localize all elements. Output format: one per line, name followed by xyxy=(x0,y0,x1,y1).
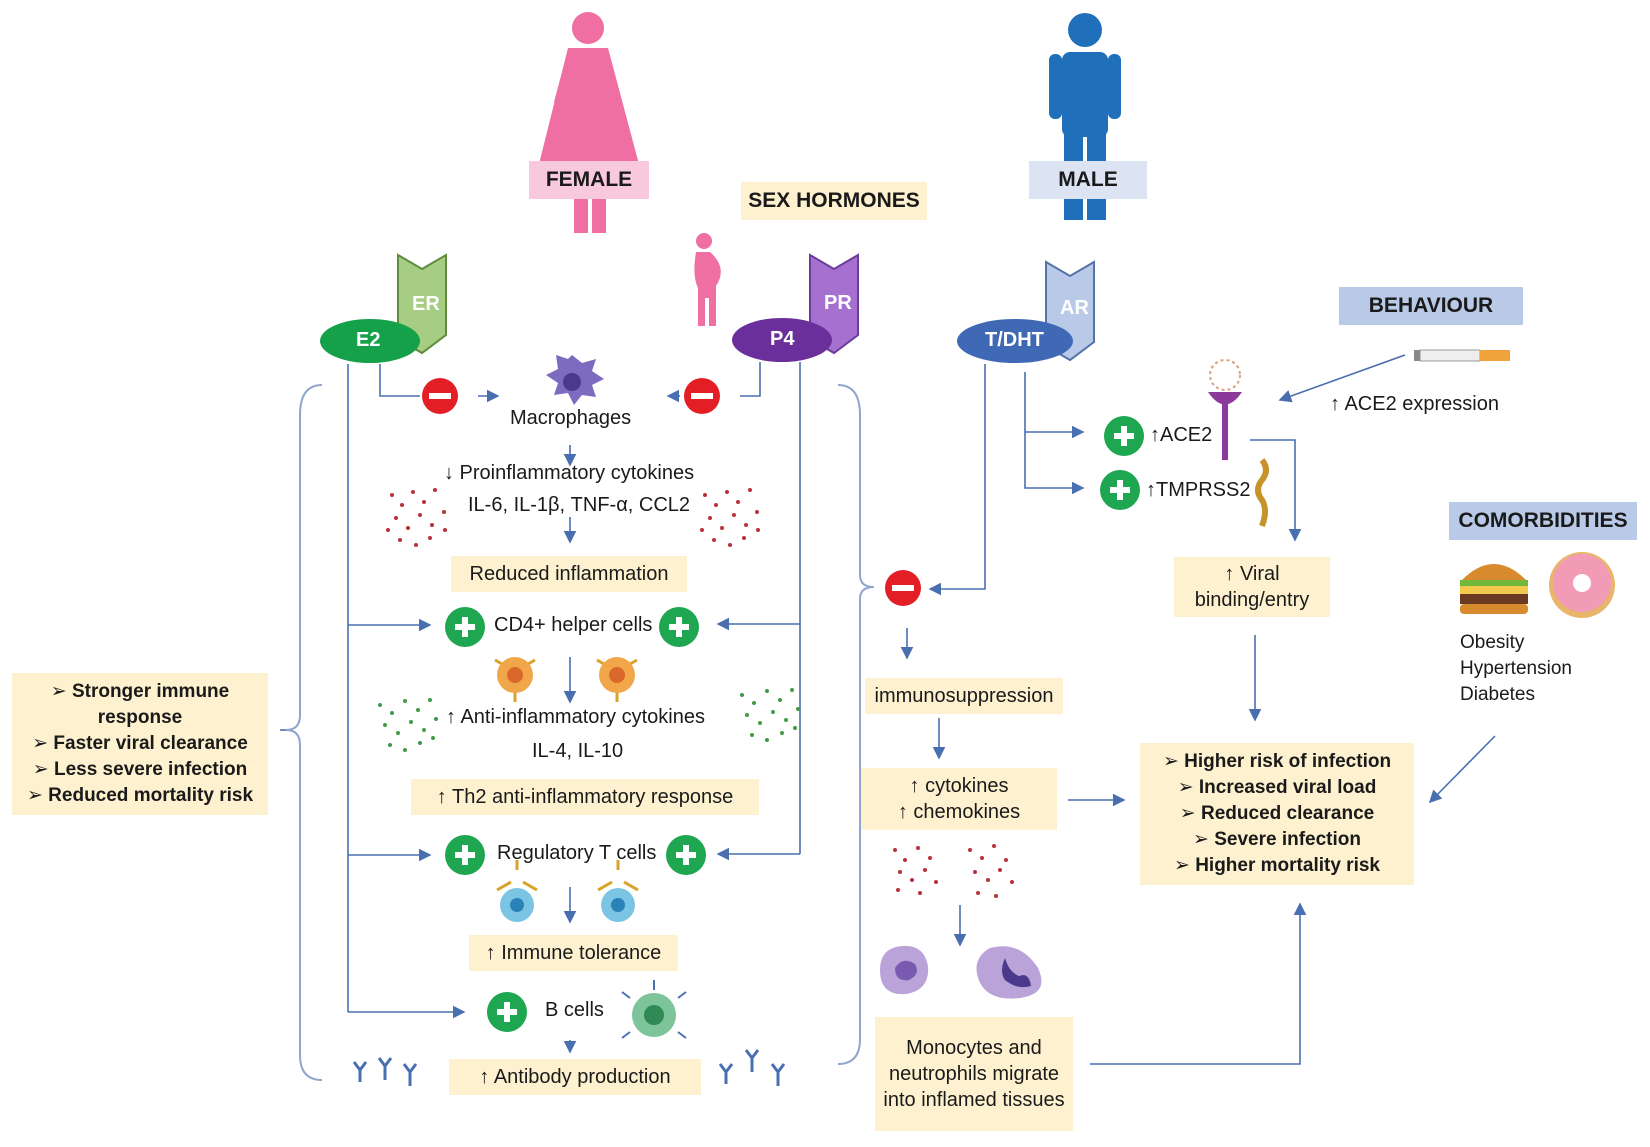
minus-icon xyxy=(885,570,921,606)
neutrophil-icon xyxy=(976,946,1042,999)
female-outcome-item: Less severe infection xyxy=(22,757,258,783)
e2-label: E2 xyxy=(356,329,381,351)
treg-cell-icon xyxy=(496,860,538,922)
cytokines-box: ↑ cytokines ↑ chemokines xyxy=(861,768,1057,830)
female-outcomes-box: Stronger immune response Faster viral cl… xyxy=(12,673,268,815)
cytokines-label: ↑ cytokines xyxy=(909,775,1009,797)
comorbidities-list: Obesity Hypertension Diabetes xyxy=(1460,630,1572,708)
cytokine-dots-green xyxy=(378,688,800,752)
tmprss2-label: ↑TMPRSS2 xyxy=(1146,479,1251,501)
male-outcome-item: Increased viral load xyxy=(1150,775,1404,801)
plus-icon xyxy=(487,992,527,1032)
behaviour-header: BEHAVIOUR xyxy=(1339,287,1523,325)
comorbidity-item: Obesity xyxy=(1460,632,1525,653)
donut-icon xyxy=(1549,552,1615,618)
comorbidity-item: Diabetes xyxy=(1460,684,1535,705)
ace2-receptor-icon xyxy=(1208,359,1242,460)
ace2-expression-label: ↑ ACE2 expression xyxy=(1330,393,1499,415)
cytokine-dots-red xyxy=(386,488,1014,898)
male-outcomes-box: Higher risk of infection Increased viral… xyxy=(1140,743,1414,885)
reduced-inflammation-box: Reduced inflammation xyxy=(451,556,687,592)
female-outcome-item: Stronger immune response xyxy=(22,679,258,731)
monocyte-icon xyxy=(880,945,929,995)
pro-cytokine-list: IL-6, IL-1β, TNF-α, CCL2 xyxy=(468,494,691,516)
migration-box: Monocytes and neutrophils migrate into i… xyxy=(875,1017,1073,1131)
tdht-label: T/DHT xyxy=(985,329,1044,351)
plus-icon xyxy=(1104,416,1144,456)
tdht-ellipse xyxy=(957,319,1073,363)
plus-icon xyxy=(445,607,485,647)
minus-icon xyxy=(684,378,720,414)
plus-icon xyxy=(445,835,485,875)
plus-icon xyxy=(659,607,699,647)
treg-cell-icon xyxy=(597,860,639,922)
th2-response-box: ↑ Th2 anti-inflammatory response xyxy=(411,779,759,815)
minus-icon xyxy=(422,378,458,414)
female-figure-icon xyxy=(538,12,640,233)
cd4-label: CD4+ helper cells xyxy=(494,614,653,636)
plus-icon xyxy=(1100,470,1140,510)
treg-label: Regulatory T cells xyxy=(497,842,657,864)
anti-inflammatory-label: ↑ Anti-inflammatory cytokines xyxy=(446,706,705,728)
anti-cytokine-list: IL-4, IL-10 xyxy=(532,740,624,762)
cd4-cell-icon xyxy=(596,657,638,702)
e2-ellipse xyxy=(320,319,420,363)
right-bracket xyxy=(837,384,875,1065)
sex-hormones-header: SEX HORMONES xyxy=(741,182,927,220)
chemokines-label: ↑ chemokines xyxy=(897,801,1021,823)
plus-icon xyxy=(666,835,706,875)
p4-ellipse xyxy=(732,318,832,362)
antibody-production-box: ↑ Antibody production xyxy=(449,1059,701,1095)
p4-label: P4 xyxy=(770,328,795,350)
b-cell-icon xyxy=(621,980,687,1039)
proinflammatory-label: ↓ Proinflammatory cytokines xyxy=(444,462,695,484)
ace2-label: ↑ACE2 xyxy=(1150,424,1213,446)
male-header: MALE xyxy=(1029,161,1147,199)
pr-label: PR xyxy=(824,292,852,314)
comorbidity-item: Hypertension xyxy=(1460,658,1572,679)
female-header: FEMALE xyxy=(529,161,649,199)
macrophages-label: Macrophages xyxy=(510,407,632,429)
macrophage-icon xyxy=(546,355,604,405)
pregnant-woman-icon xyxy=(694,233,721,326)
female-outcome-item: Reduced mortality risk xyxy=(22,783,258,809)
antibody-icon xyxy=(352,1049,786,1086)
er-label: ER xyxy=(412,293,440,315)
female-outcome-item: Faster viral clearance xyxy=(22,731,258,757)
left-bracket xyxy=(285,384,323,1081)
male-outcome-item: Reduced clearance xyxy=(1150,801,1404,827)
male-outcome-item: Higher mortality risk xyxy=(1150,853,1404,879)
burger-icon xyxy=(1460,564,1528,614)
immune-tolerance-box: ↑ Immune tolerance xyxy=(469,935,678,971)
ar-label: AR xyxy=(1060,297,1089,319)
tmprss2-icon xyxy=(1255,458,1269,528)
cigarette-icon xyxy=(1414,349,1510,362)
immunosuppression-box: immunosuppression xyxy=(865,678,1063,714)
cd4-cell-icon xyxy=(494,657,536,702)
male-outcome-item: Higher risk of infection xyxy=(1150,749,1404,775)
comorbidities-header: COMORBIDITIES xyxy=(1449,502,1637,540)
male-outcome-item: Severe infection xyxy=(1150,827,1404,853)
bcells-label: B cells xyxy=(545,999,604,1021)
viral-binding-box: ↑ Viral binding/entry xyxy=(1174,557,1330,617)
